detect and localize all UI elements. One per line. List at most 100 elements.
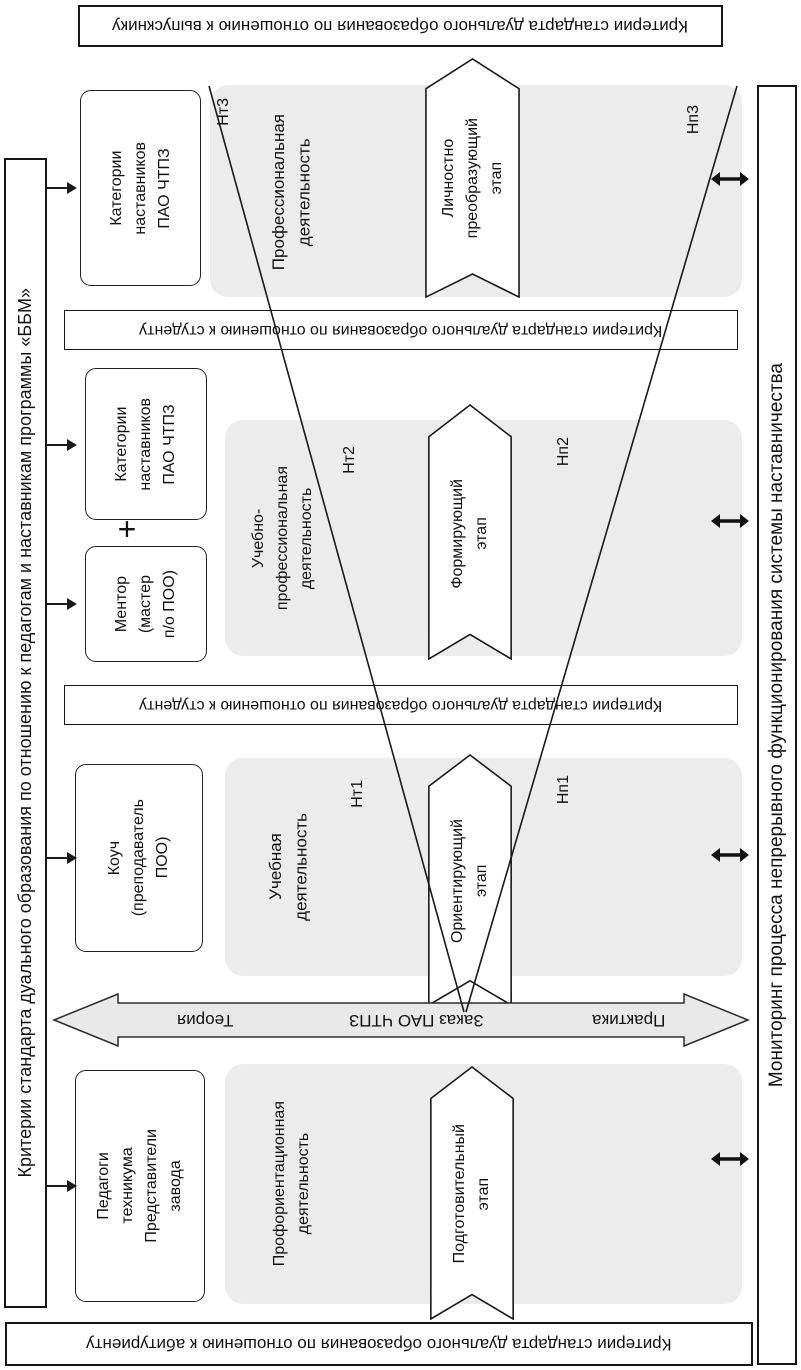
monitor-link-arrow-icon (710, 512, 750, 530)
banner-text: Формирующий этап (428, 444, 512, 624)
input-arrow-icon (46, 438, 78, 452)
text-line: Представители (143, 1129, 160, 1243)
banner-forming-stage: Формирующий этап (428, 404, 512, 660)
activity-educational-professional: Учебно- профессиональная деятельность (232, 426, 334, 650)
activity-professional: Профессиональная деятельность (244, 92, 338, 292)
plus-connector: + (100, 510, 154, 548)
input-arrow-icon (46, 851, 78, 865)
criteria-student-upper-box: Критерии стандарта дуального образования… (64, 310, 738, 350)
actor-box-mentor-categories-top: Категории наставников ПАО ЧТПЗ (80, 90, 201, 286)
activity-educational: Учебная деятельность (240, 766, 336, 968)
text-line: (преподаватель (130, 799, 147, 917)
actor-box-teachers-plant: Педагоги техникума Представители завода (75, 1070, 205, 1302)
monitor-link-arrow-icon (710, 846, 750, 864)
label-nt2-text: Нт2 (341, 446, 358, 474)
criteria-graduate-label: Критерии стандарта дуального образования… (112, 17, 689, 36)
label-np3: Нп3 (672, 92, 716, 148)
banner-personal-stage: Личностно преобразующий этап (425, 58, 520, 298)
activity-label: Учебная деятельность (263, 813, 314, 921)
text-line: Ориентирующий (449, 818, 466, 944)
actor-label: Коуч (преподаватель ПОО) (103, 799, 175, 916)
text-line: наставников (131, 141, 149, 235)
actor-label: Категории наставников ПАО ЧТПЗ (105, 142, 177, 235)
text-line: п/о ПОО) (161, 569, 178, 639)
actor-label: Категории наставников ПАО ЧТПЗ (110, 398, 182, 491)
text-line: наставников (137, 397, 154, 491)
label-nt1: Нт1 (336, 766, 380, 822)
axis-theory-label: Теория (176, 1011, 234, 1030)
text-line: Категории (107, 150, 125, 226)
text-line: Профессиональная (268, 113, 288, 271)
text-line: Педагоги (95, 1152, 112, 1220)
actor-box-mentor-categories: Категории наставников ПАО ЧТПЗ (85, 368, 207, 520)
monitoring-label: Мониторинг процесса непрерывного функцио… (765, 362, 787, 1088)
banner-label: Ориентирующий этап (446, 819, 494, 943)
axis-theory-label-wrap: Теория (158, 1001, 252, 1039)
banner-text: Личностно преобразующий этап (425, 94, 520, 262)
criteria-graduate-box: Критерии стандарта дуального образования… (78, 5, 723, 47)
text-line: Подготовительный (451, 1124, 468, 1264)
banner-text: Ориентирующий этап (428, 792, 512, 970)
text-line: техникума (119, 1147, 136, 1225)
text-line: этап (475, 1177, 492, 1211)
text-line: деятельность (295, 1133, 312, 1235)
criteria-student-upper-label: Критерии стандарта дуального образования… (139, 322, 663, 339)
axis-order-label-wrap: Заказ ПАО ЧТПЗ (326, 1001, 506, 1039)
label-nt3-text: Нт3 (215, 98, 232, 126)
banner-text: Подготовительный этап (430, 1104, 514, 1284)
activity-label: Профессиональная деятельность (266, 114, 317, 270)
stage-banner-shape (430, 1066, 514, 1320)
text-line: деятельность (291, 813, 310, 921)
label-np1: Нп1 (542, 762, 586, 818)
label-np2-text: Нп2 (555, 437, 572, 467)
text-line: Коуч (106, 840, 123, 876)
text-line: преобразующий (463, 117, 481, 239)
text-line: Личностно (439, 138, 457, 218)
criteria-student-lower-box: Критерии стандарта дуального образования… (64, 685, 738, 725)
banner-label: Формирующий этап (446, 479, 494, 589)
banner-label: Подготовительный этап (448, 1124, 496, 1263)
monitoring-box: Мониторинг процесса непрерывного функцио… (757, 85, 797, 1365)
text-line: деятельность (294, 138, 313, 246)
text-line: Категории (113, 406, 130, 482)
monitor-link-arrow-icon (710, 1150, 750, 1168)
label-nt1-text: Нт1 (349, 780, 366, 808)
text-line: Формирующий (449, 479, 466, 589)
activity-label: Профориентационная деятельность (268, 1101, 316, 1266)
text-line: завода (167, 1160, 184, 1212)
axis-practice-label: Практика (592, 1011, 666, 1030)
activity-career-guidance: Профориентационная деятельность (244, 1070, 340, 1298)
text-line: Учебная (265, 833, 285, 901)
text-line: (мастер (137, 574, 154, 634)
label-nt3: Нт3 (202, 84, 246, 140)
label-nt2: Нт2 (328, 432, 372, 488)
banner-orienting-stage: Ориентирующий этап (428, 754, 512, 1006)
text-line: этап (473, 517, 490, 551)
label-np2: Нп2 (542, 424, 586, 480)
criteria-teachers-box: Критерии стандарта дуального образования… (4, 158, 47, 1308)
input-arrow-icon (46, 597, 78, 611)
text-line: ПАО ЧТПЗ (155, 147, 173, 229)
input-arrow-icon (46, 181, 78, 195)
activity-label: Учебно- профессиональная деятельность (247, 466, 319, 610)
banner-label: Личностно преобразующий этап (437, 118, 509, 238)
axis-practice-label-wrap: Практика (580, 1001, 678, 1039)
actor-box-coach: Коуч (преподаватель ПОО) (75, 764, 203, 952)
text-line: ПОО) (154, 837, 171, 879)
criteria-teachers-label: Критерии стандарта дуального образования… (15, 288, 35, 1178)
text-line: деятельность (298, 487, 315, 589)
criteria-student-lower-label: Критерии стандарта дуального образования… (139, 697, 663, 714)
actor-label: Ментор (мастер п/о ПОО) (110, 570, 182, 638)
text-line: Профориентационная (271, 1101, 288, 1267)
input-arrow-icon (46, 1179, 78, 1193)
criteria-entrant-box: Критерии стандарта дуального образования… (5, 1322, 753, 1366)
text-line: ПАО ЧТПЗ (161, 403, 178, 485)
plus-text: + (117, 510, 137, 547)
criteria-entrant-label: Критерии стандарта дуального образования… (86, 1335, 672, 1354)
actor-label: Педагоги техникума Представители завода (92, 1129, 188, 1243)
text-line: Ментор (113, 575, 130, 633)
axis-order-label: Заказ ПАО ЧТПЗ (348, 1011, 484, 1030)
text-line: профессиональная (274, 465, 291, 611)
actor-box-mentor-master: Ментор (мастер п/о ПОО) (85, 546, 207, 662)
